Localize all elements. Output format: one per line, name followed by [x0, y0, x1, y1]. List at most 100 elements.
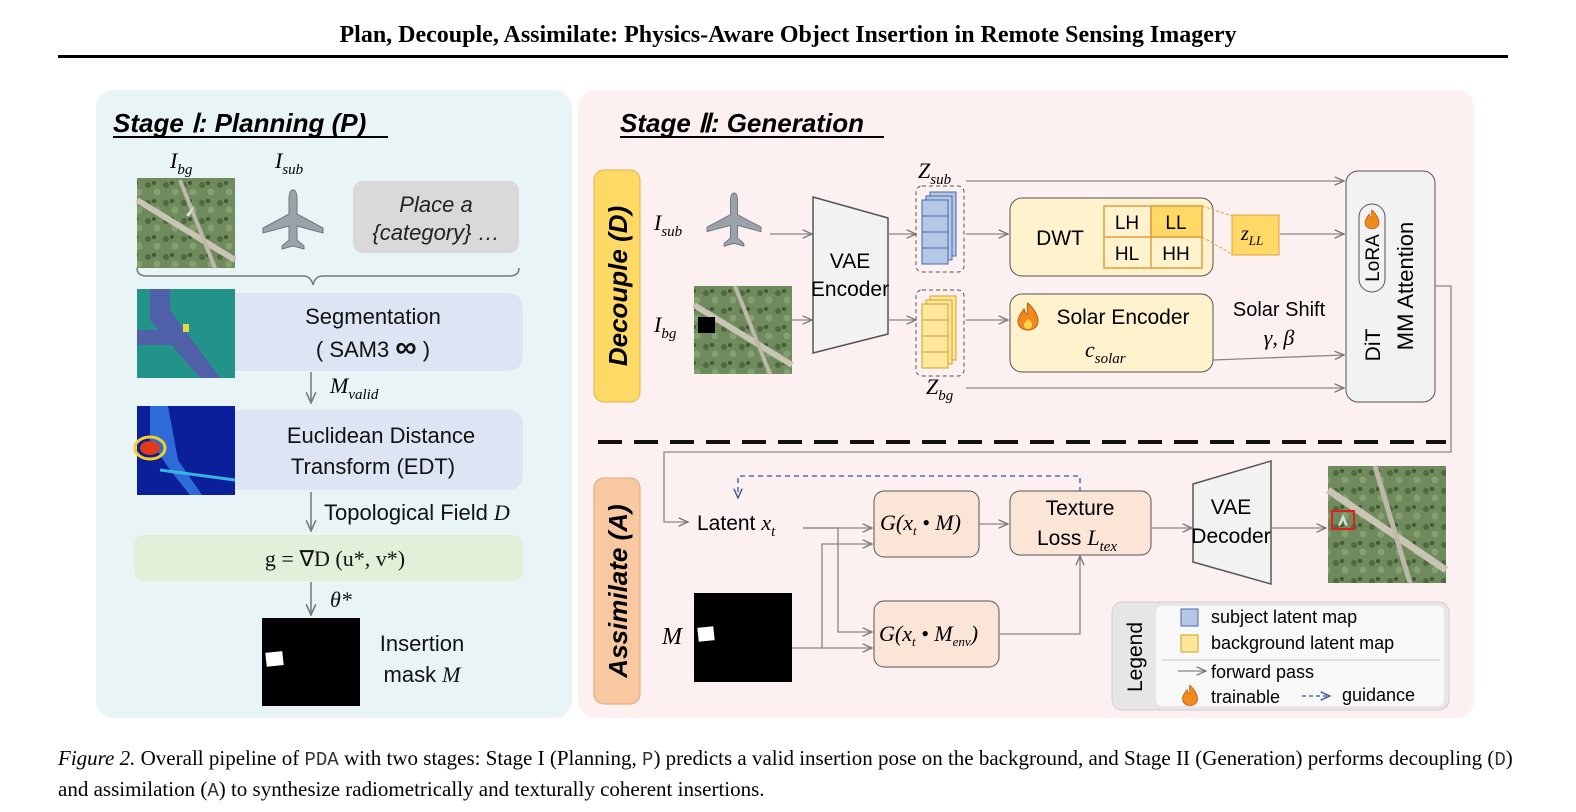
solar-encoder-label: Solar Encoder [1056, 306, 1189, 329]
c-solar-label: csolar [1085, 337, 1126, 367]
dit-block [1345, 170, 1436, 403]
stage1-panel: Stage Ⅰ: Planning (P) Ibg Isub Place a {… [96, 90, 572, 718]
gradient-formula: g = ∇D (u*, v*) [265, 546, 405, 571]
segmentation-image [137, 289, 235, 378]
caption-p: P [642, 749, 654, 771]
g-mask-label: G(xt • M) [880, 510, 961, 538]
prompt-box [353, 181, 519, 253]
stage1-isub-label: Isub [274, 148, 304, 178]
z-ll-box [1231, 214, 1280, 256]
caption-pda: PDA [304, 749, 339, 771]
background-latent-stack [921, 295, 957, 369]
assimilate-label-box [593, 477, 641, 705]
airplane-icon [262, 189, 324, 250]
subject-latent-stack [921, 191, 957, 265]
legend-background-swatch [1180, 634, 1199, 653]
z-bg-label: Zbg [926, 374, 954, 404]
guidance-arrow [738, 475, 1081, 498]
caption-d: D [1494, 749, 1506, 771]
stage1-heading: Stage Ⅰ: Planning (P) [113, 108, 366, 138]
stage2-panel: Stage Ⅱ: Generation Decouple (D) Assimil… [578, 90, 1474, 718]
vae-encoder [812, 196, 889, 354]
z-ll-label: zLL [1240, 223, 1263, 248]
segmentation-box [220, 293, 523, 371]
legend-background-text: background latent map [1211, 633, 1394, 653]
dwt-hl: HL [1115, 244, 1139, 265]
g-env-label: G(xt • Menv) [879, 621, 978, 649]
stage2-background-image [692, 285, 794, 375]
solar-shift-label: Solar Shift [1233, 299, 1326, 321]
texture-loss-line1: Texture [1046, 497, 1115, 520]
caption-label: Figure 2. [58, 746, 136, 770]
insertion-mask-line1: Insertion [380, 631, 464, 656]
caption-text-3: ) predicts a valid insertion pose on the… [653, 746, 1495, 770]
gamma-beta-label: γ, β [1264, 325, 1295, 350]
decouple-label: Decouple (D) [603, 206, 633, 366]
vae-encoder-line1: VAE [830, 250, 870, 273]
title-rule [58, 55, 1508, 58]
stage2-airplane-icon [706, 192, 762, 247]
dwt-subband-grid [1103, 205, 1203, 269]
m-valid-label: Mvalid [329, 373, 379, 403]
texture-loss-box [1009, 490, 1152, 556]
legend-flame-icon [1182, 684, 1198, 706]
page-title: Plan, Decouple, Assimilate: Physics-Awar… [339, 22, 1237, 48]
prompt-line1: Place a [399, 192, 472, 217]
assimilate-label: Assimilate (A) [603, 504, 633, 678]
figure-caption: Figure 2. Overall pipeline of PDA with t… [58, 744, 1518, 806]
output-composite-image [1326, 465, 1448, 584]
legend-trainable-text: trainable [1211, 687, 1280, 707]
dwt-ll: LL [1165, 213, 1186, 234]
dwt-lh: LH [1115, 213, 1139, 234]
legend-guidance-text: guidance [1342, 685, 1415, 705]
mm-attention-label: MM Attention [1393, 222, 1418, 350]
legend-subject-swatch [1180, 608, 1199, 627]
caption-a: A [207, 780, 219, 802]
legend-forward-text: forward pass [1211, 662, 1314, 682]
caption-text-5: ) to synthesize radiometrically and text… [218, 777, 765, 801]
vae-encoder-line2: Encoder [811, 278, 889, 301]
stage2-mask-image [694, 593, 792, 682]
legend-subject-text: subject latent map [1211, 607, 1357, 627]
lora-flame-icon [1364, 209, 1380, 230]
edt-box [220, 410, 523, 490]
dit-label: DiT [1362, 329, 1385, 362]
vae-decoder [1192, 459, 1272, 585]
background-aerial-image [135, 178, 237, 269]
caption-text-1: Overall pipeline of [135, 746, 305, 770]
stage2-ibg-label: Ibg [653, 312, 677, 342]
stage1-ibg-label: Ibg [169, 148, 193, 178]
z-sub-label: Zsub [918, 158, 952, 188]
stage2-heading: Stage Ⅱ: Generation [620, 108, 864, 138]
edt-heatmap-image [133, 406, 236, 495]
decouple-label-box [593, 169, 641, 403]
stage2-isub-label: Isub [653, 210, 683, 240]
lora-box [1358, 203, 1386, 293]
stage2-m-label: M [661, 624, 684, 650]
input-brace [136, 267, 520, 286]
segmentation-title: Segmentation [305, 304, 441, 329]
insertion-mask-image [262, 618, 360, 706]
flame-icon [1017, 302, 1039, 331]
lora-label: LoRA [1363, 234, 1384, 282]
prompt-line2: {category} … [372, 220, 499, 245]
dwt-label: DWT [1036, 227, 1084, 250]
pipeline-diagram: Stage Ⅰ: Planning (P) Ibg Isub Place a {… [96, 90, 1474, 718]
vae-decoder-line2: Decoder [1191, 525, 1270, 548]
solar-encoder-box [1009, 293, 1214, 373]
segmentation-sam3: ( SAM3∞ ) [316, 331, 430, 364]
theta-label: θ* [330, 587, 352, 612]
vae-decoder-line1: VAE [1211, 496, 1251, 519]
edt-title-line1: Euclidean Distance [287, 423, 475, 448]
caption-text-2: with two stages: Stage I (Planning, [338, 746, 643, 770]
gradient-box [134, 535, 523, 581]
legend-title: Legend [1124, 622, 1147, 692]
legend: Legend subject latent map background lat… [1111, 601, 1450, 711]
edt-title-line2: Transform (EDT) [291, 454, 455, 479]
dwt-hh: HH [1162, 244, 1189, 265]
caption-text-4: ) and assimilation ( [58, 746, 1513, 801]
